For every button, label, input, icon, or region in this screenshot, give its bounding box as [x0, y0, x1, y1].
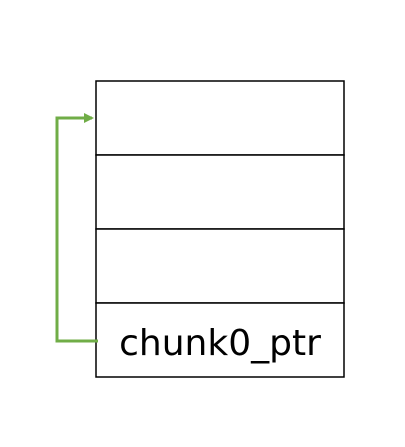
cell-0-box — [95, 80, 345, 156]
cell-1 — [95, 154, 345, 230]
cell-3: chunk0_ptr — [95, 302, 345, 378]
cell-2-box — [95, 228, 345, 304]
cell-3-label: chunk0_ptr — [119, 323, 321, 364]
pointer-arrow — [55, 113, 98, 343]
cell-1-box — [95, 154, 345, 230]
cell-2 — [95, 228, 345, 304]
cell-3-box — [95, 302, 345, 378]
cell-0 — [95, 80, 345, 156]
